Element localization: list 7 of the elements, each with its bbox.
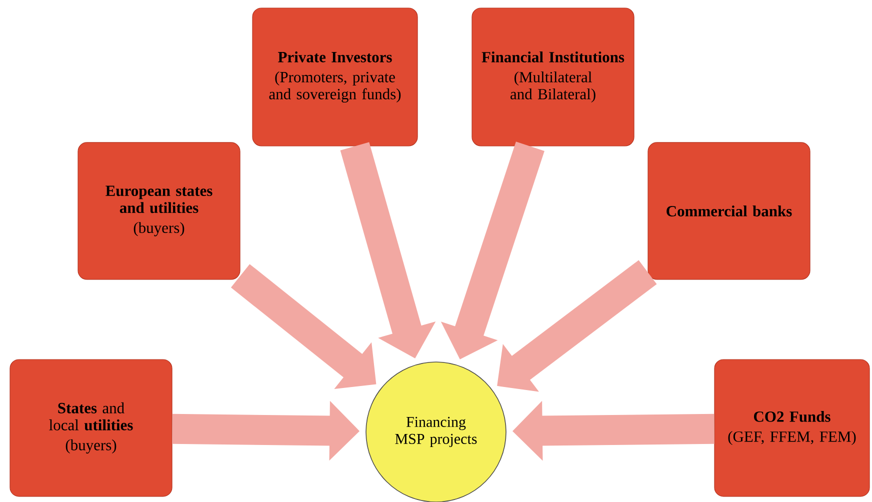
process-box: Financial Institutions (Multilateral and Bilateral) xyxy=(472,8,634,146)
process-box: European states and utilities (buyers) xyxy=(78,142,240,280)
process-box: Commercial banks xyxy=(648,142,810,280)
process-box: Private Investors (Promoters, private and sovereign funds) xyxy=(252,8,418,146)
process-box: States and local utilities (buyers) xyxy=(10,359,172,497)
circle-node: Financing MSP projects xyxy=(366,362,506,502)
process-box: CO2 Funds (GEF, FFEM, FEM) xyxy=(714,359,870,497)
